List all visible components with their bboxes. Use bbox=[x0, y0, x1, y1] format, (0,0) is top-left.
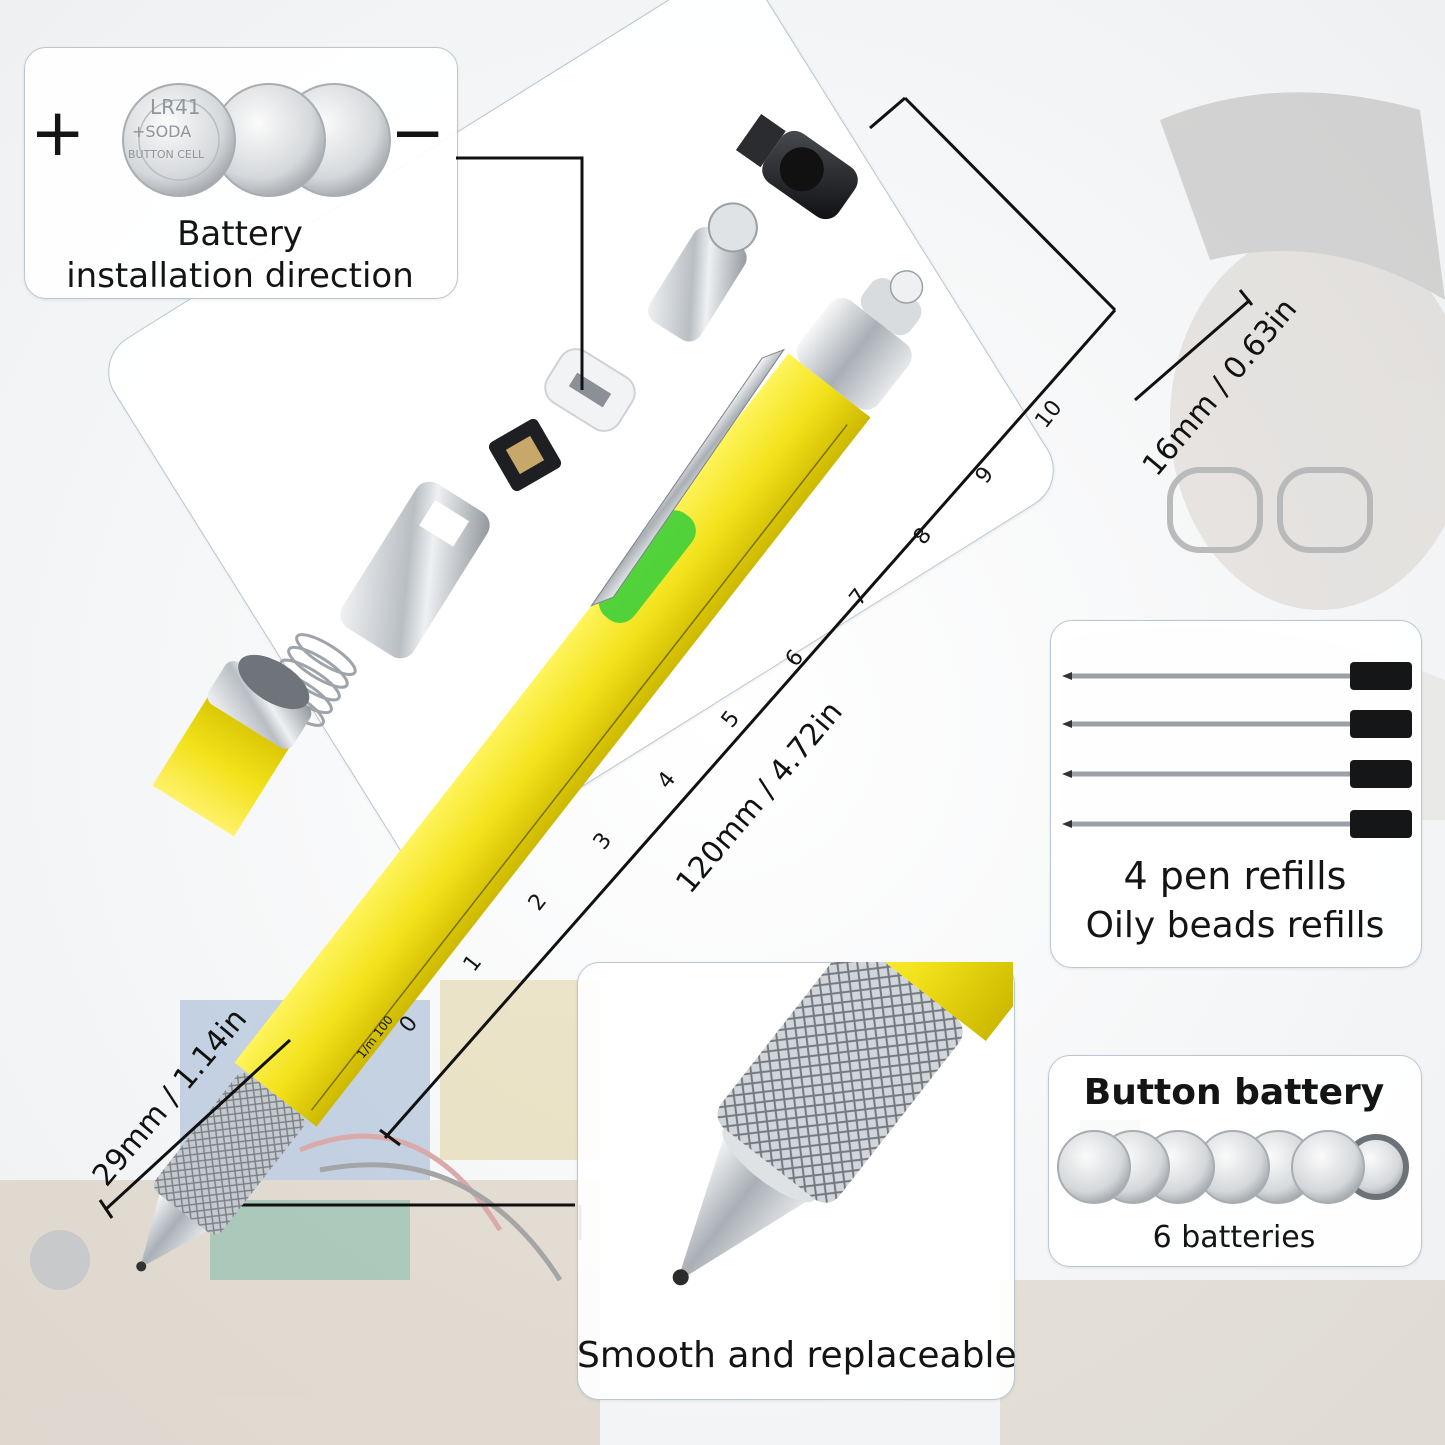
pen-clip bbox=[590, 348, 786, 607]
refill-rod bbox=[1062, 760, 1412, 788]
pen-top-metal bbox=[796, 298, 912, 410]
button-battery-title: Button battery bbox=[1083, 1072, 1385, 1113]
coin-marking: LR41 bbox=[150, 95, 201, 119]
battery-row bbox=[122, 83, 391, 197]
battery-set bbox=[1057, 1130, 1409, 1204]
refill-rod bbox=[1062, 710, 1412, 738]
refill-rods bbox=[1062, 662, 1412, 838]
battery-title-line2: installation direction bbox=[66, 256, 414, 296]
tip-closeup bbox=[672, 962, 1013, 1286]
plus-sign: + bbox=[30, 94, 86, 171]
switch-part bbox=[488, 418, 562, 492]
pen-tip bbox=[140, 1194, 207, 1268]
refills-title: 4 pen refills bbox=[1123, 854, 1347, 898]
refills-subtitle: Oily beads refills bbox=[1085, 905, 1385, 946]
refill-rod bbox=[1062, 810, 1412, 838]
pen-assembly bbox=[136, 270, 924, 1272]
pen-body bbox=[234, 353, 871, 1127]
pen-end-segment bbox=[152, 654, 312, 837]
refill-rod bbox=[1062, 662, 1412, 690]
spirit-level bbox=[598, 510, 696, 623]
knurled-grip bbox=[154, 1072, 305, 1235]
button-battery-caption: 6 batteries bbox=[1152, 1220, 1316, 1255]
coin-marking: +SODA bbox=[132, 122, 192, 141]
minus-sign: − bbox=[390, 94, 446, 171]
tip-caption: Smooth and replaceable bbox=[577, 1335, 1017, 1376]
white-ring bbox=[544, 348, 636, 432]
coin-marking: BUTTON CELL bbox=[128, 148, 205, 161]
metal-tube bbox=[340, 481, 490, 659]
led-bulb bbox=[648, 202, 758, 342]
black-end-cap bbox=[735, 113, 858, 220]
battery-title-line1: Battery bbox=[177, 214, 303, 254]
